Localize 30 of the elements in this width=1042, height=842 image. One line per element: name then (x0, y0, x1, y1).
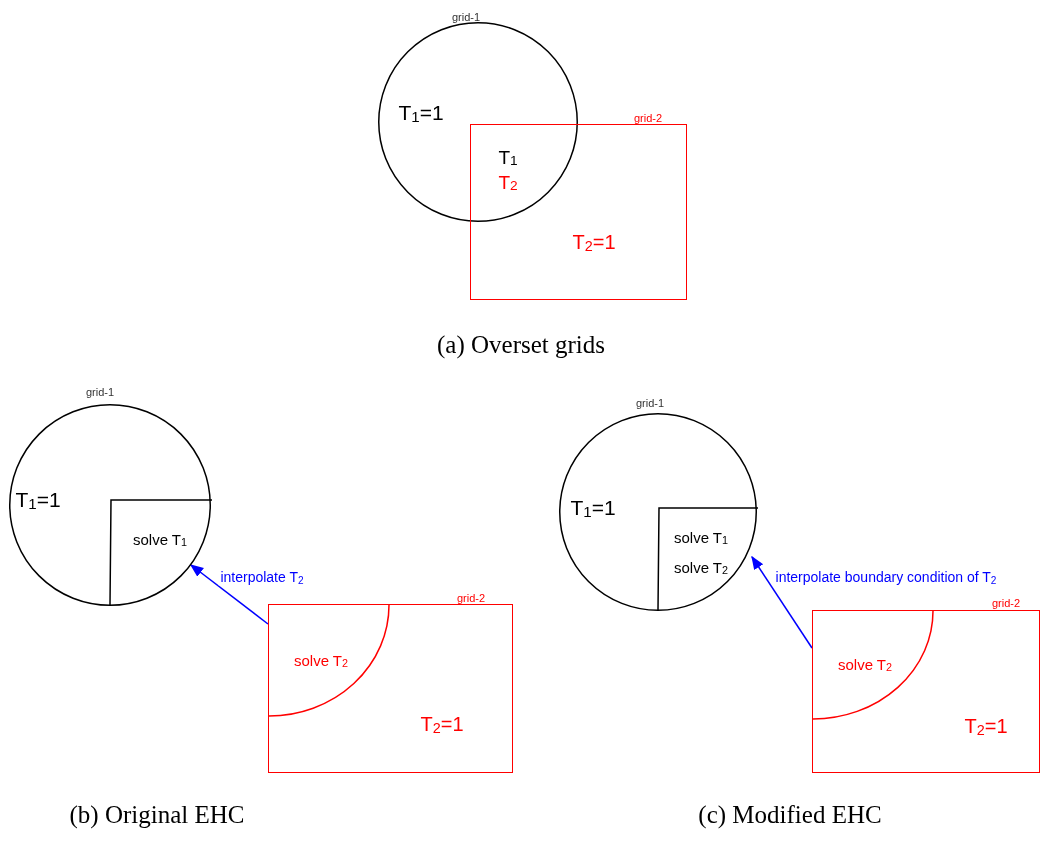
grid-name: grid-1 (635, 396, 665, 410)
grid-name: grid-1 (85, 385, 115, 399)
value-label: T$_{1}$=1 (398, 101, 444, 125)
region-label: solve T$_{2}$ (837, 656, 893, 674)
quadrant-region (269, 605, 389, 716)
quadrant-region (813, 611, 933, 719)
grid-name: grid-2 (633, 111, 663, 125)
figure-caption: (a) Overset grids (437, 331, 605, 359)
value-label: T$_{2}$=1 (964, 715, 1008, 737)
region-label: solve T$_{2}$ (293, 652, 349, 670)
value-label: T$_{1}$=1 (570, 496, 616, 520)
value-label: T$_{2}$=1 (420, 713, 464, 735)
overlap-label: T$_{1}$ (498, 147, 518, 169)
figure-caption: (b) Original EHC (69, 801, 245, 829)
quadrant-region (110, 500, 212, 605)
region-label: solve T$_{1}$ (673, 529, 729, 547)
edge-label: interpolate T$_{2}$ (218, 570, 306, 586)
quadrant-region (658, 508, 758, 610)
grid-name: grid-1 (451, 10, 481, 24)
value-label: T$_{1}$=1 (15, 488, 61, 512)
grid-name: grid-2 (991, 596, 1021, 610)
region-label: solve T$_{1}$ (132, 531, 188, 549)
figure-caption: (c) Modified EHC (698, 801, 882, 829)
arrow (751, 555, 813, 649)
arrow (189, 564, 269, 625)
edge-label: interpolate boundary condition of T$_{2}$ (773, 570, 999, 586)
value-label: T$_{2}$=1 (572, 231, 616, 253)
grid-name: grid-2 (456, 591, 486, 605)
overlap-label: T$_{2}$ (498, 172, 518, 194)
region-label: solve T$_{2}$ (673, 559, 729, 577)
